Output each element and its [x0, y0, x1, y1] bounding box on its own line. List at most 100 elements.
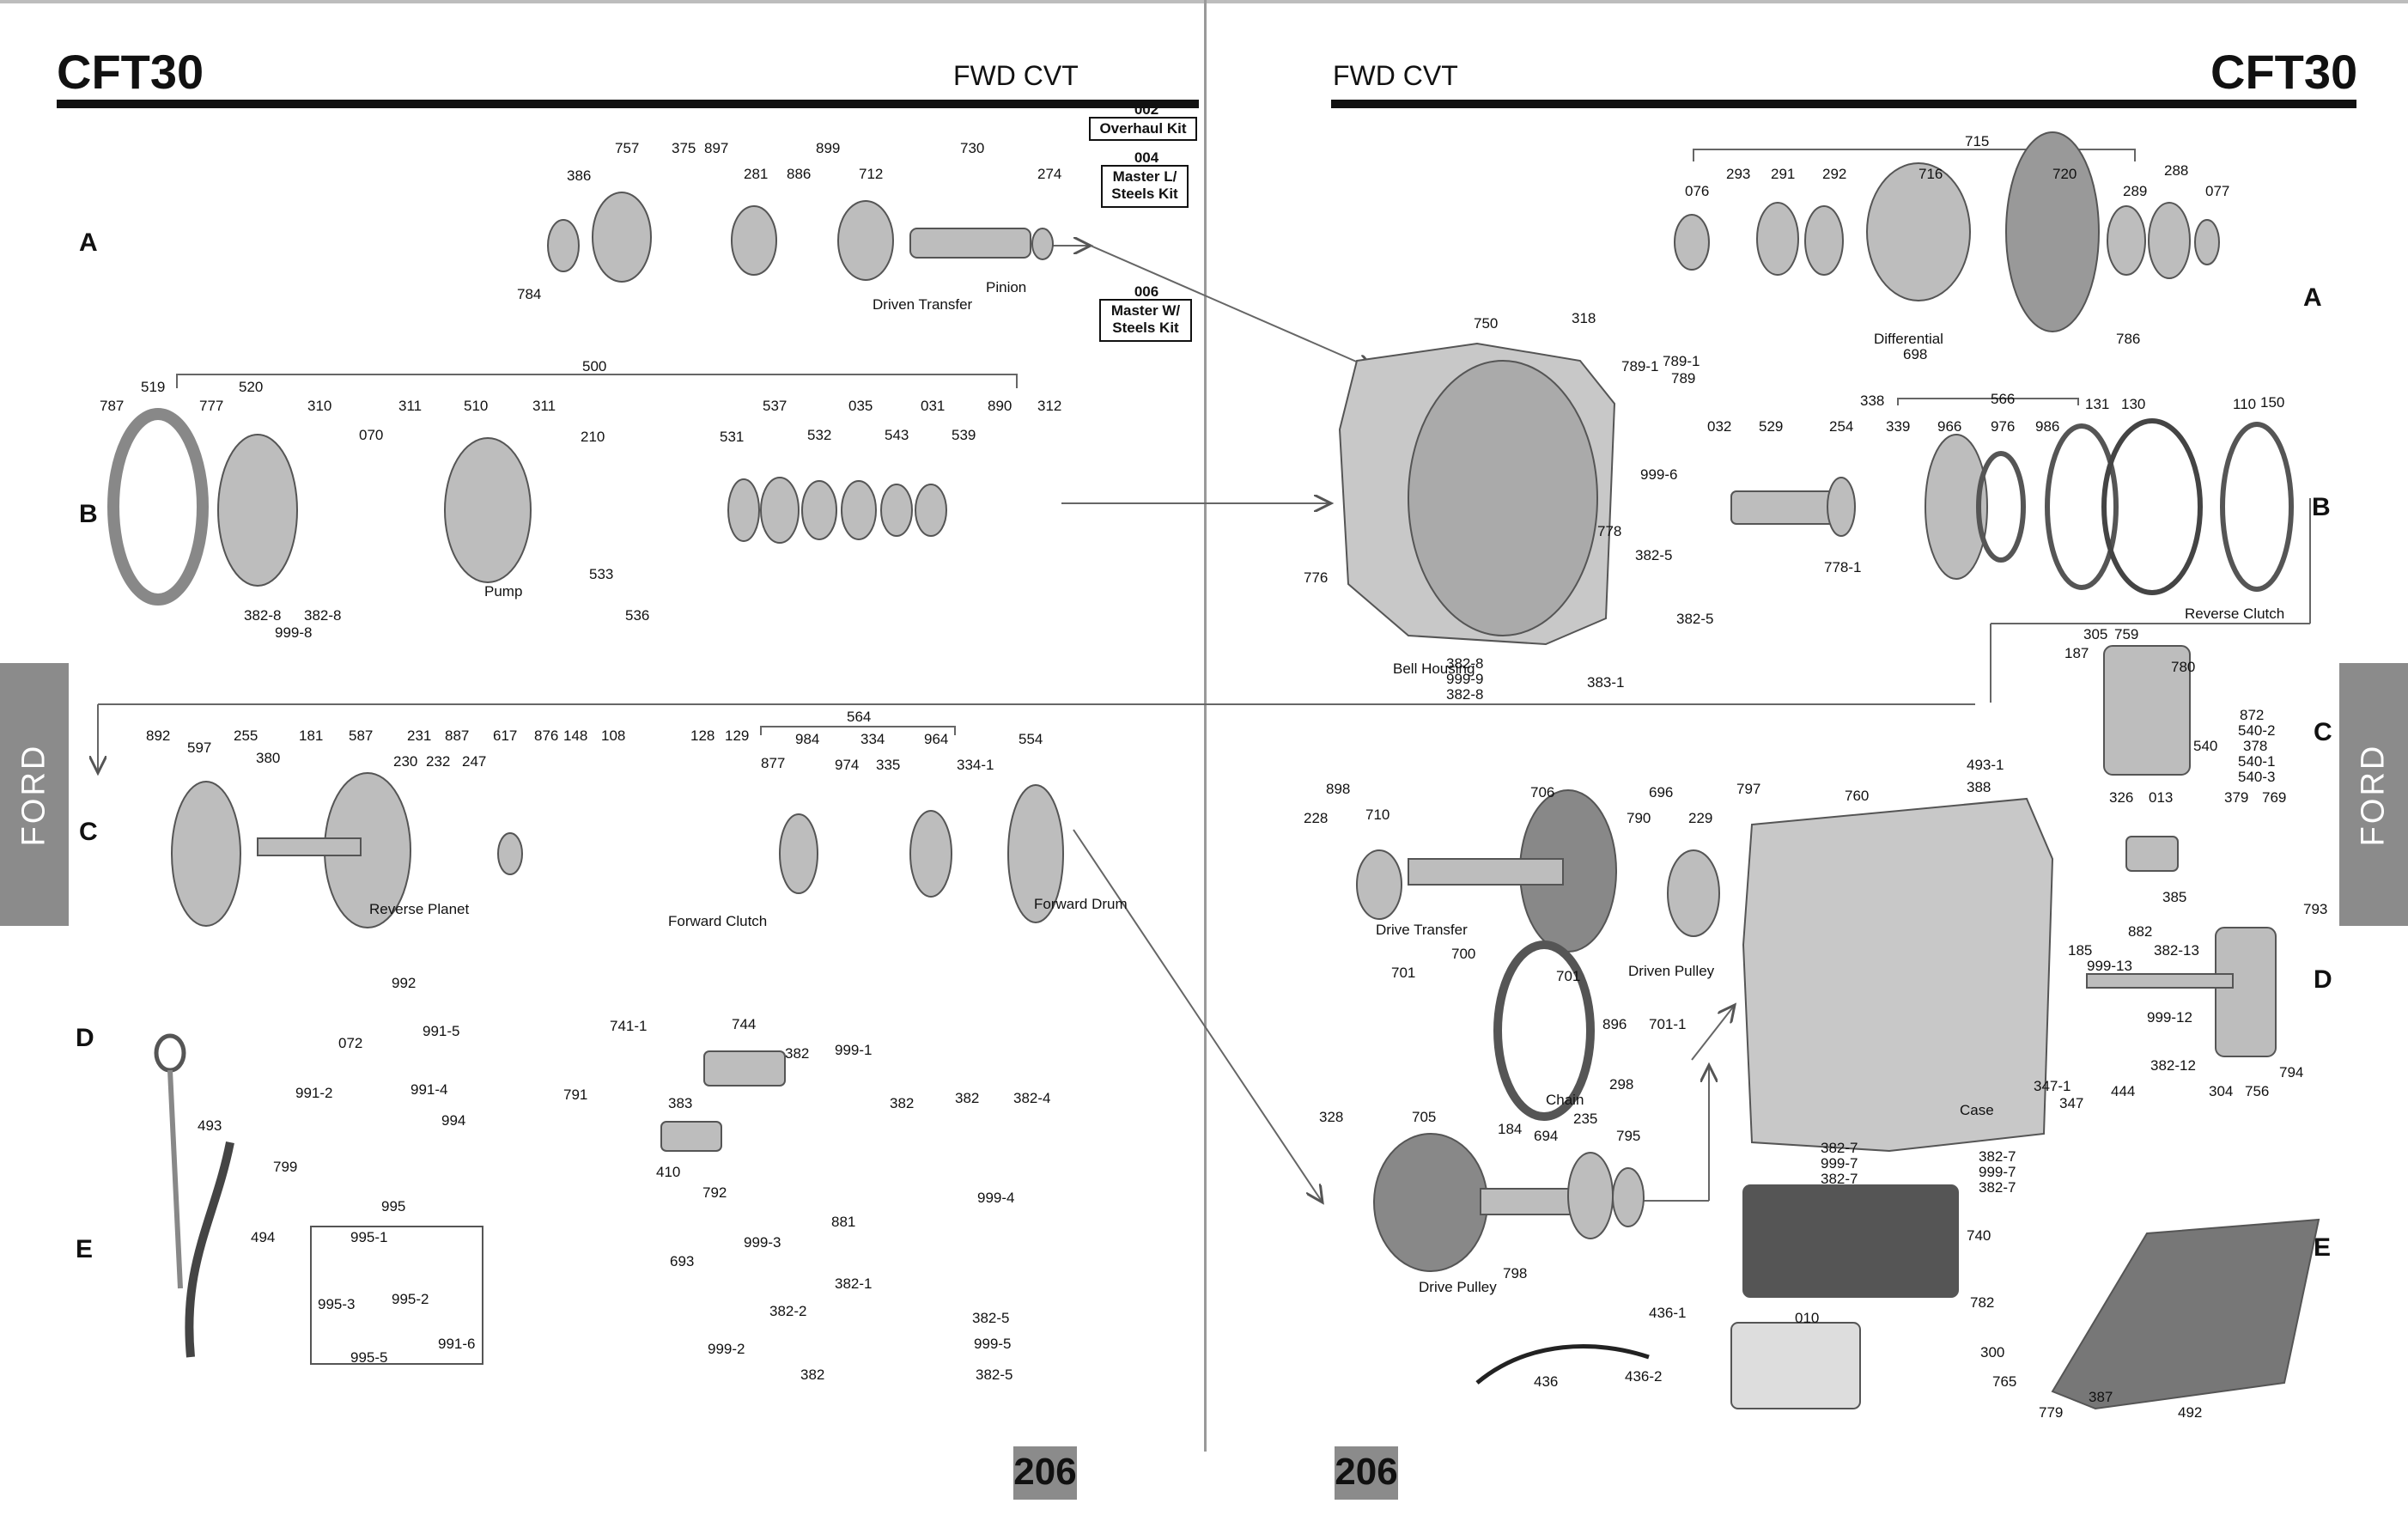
part-number: 540-2: [2238, 722, 2276, 739]
part-number: 032: [1707, 418, 1732, 435]
part-number: 779: [2039, 1404, 2064, 1421]
part-number: 744: [732, 1016, 757, 1032]
part-number: 782: [1970, 1294, 1995, 1311]
part-label: Bell Housing: [1393, 660, 1475, 677]
part-number: 886: [787, 166, 812, 182]
part-number: 712: [859, 166, 884, 182]
part-number: 617: [493, 727, 518, 744]
part-number: 519: [141, 379, 166, 395]
part-number: 382-5: [1676, 611, 1714, 627]
part-number: 382: [785, 1045, 810, 1062]
part-number: 334: [860, 731, 885, 747]
part-number: 247: [462, 753, 487, 770]
part-number: 289: [2123, 183, 2148, 199]
part-number: 966: [1937, 418, 1962, 435]
part-number: 229: [1688, 810, 1713, 826]
part-number: 701-1: [1649, 1016, 1687, 1032]
part-number: 328: [1319, 1109, 1344, 1125]
part-number: 799: [273, 1159, 298, 1175]
part-number: 789-1: [1663, 353, 1700, 369]
part-number: 228: [1304, 810, 1329, 826]
part-number: 292: [1822, 166, 1847, 182]
part-number: 899: [816, 140, 841, 156]
right-subtitle: FWD CVT: [1333, 60, 1458, 91]
part-number: 311: [532, 398, 556, 414]
part-number: 798: [1503, 1265, 1528, 1281]
part-number: 790: [1627, 810, 1651, 826]
part-number: 792: [702, 1184, 727, 1201]
part-number: 765: [1992, 1373, 2017, 1390]
part-number: 999-7: [1821, 1155, 1858, 1172]
part-number: 705: [1412, 1109, 1437, 1125]
part-number: 382: [800, 1367, 825, 1383]
row-label-c: C: [2314, 718, 2332, 746]
part-number: 035: [848, 398, 873, 414]
part-number: 520: [239, 379, 264, 395]
part-number: 994: [441, 1112, 466, 1129]
part-number: 999-7: [1979, 1164, 2016, 1180]
part-number: 382-2: [769, 1303, 807, 1319]
part-number: 974: [835, 757, 860, 773]
part-number: 876: [534, 727, 559, 744]
part-number: 382-12: [2150, 1057, 2196, 1074]
part-number: 382-4: [1013, 1090, 1051, 1106]
part-number: 793: [2303, 901, 2328, 917]
part-number: 338: [1860, 393, 1885, 409]
part-number: 741-1: [610, 1018, 648, 1034]
part-number: 776: [1304, 569, 1329, 586]
part-number: 999-13: [2087, 958, 2132, 974]
part-number: 794: [2279, 1064, 2304, 1080]
part-number: 991-4: [410, 1081, 448, 1098]
part-number: 872: [2240, 707, 2265, 723]
part-number: 493: [198, 1117, 222, 1134]
part-number: 298: [1609, 1076, 1634, 1093]
row-label-e: E: [2314, 1233, 2332, 1262]
right-title: CFT30: [2210, 45, 2358, 99]
part-number: 383: [668, 1095, 693, 1111]
part-number: 756: [2245, 1083, 2270, 1099]
part-number: 778: [1597, 523, 1622, 539]
part-number: 010: [1795, 1310, 1820, 1326]
part-number: 334-1: [957, 757, 994, 773]
part-number: 700: [1451, 946, 1476, 962]
part-number: 882: [2128, 923, 2153, 940]
part-number: 892: [146, 727, 171, 744]
part-number: 540-3: [2238, 769, 2276, 785]
kit-box-master-w: Master W/ Steels Kit: [1099, 299, 1192, 342]
part-number: 789: [1671, 370, 1696, 387]
part-number: 999-1: [835, 1042, 873, 1058]
part-number: 382: [955, 1090, 980, 1106]
part-number: 385: [2162, 889, 2187, 905]
part-number: 881: [831, 1214, 856, 1230]
part-number: 992: [392, 975, 417, 991]
part-number: 076: [1685, 183, 1710, 199]
part-number: 543: [885, 427, 909, 443]
part-number: 379: [2224, 789, 2249, 806]
part-number: 760: [1845, 788, 1870, 804]
kit-number: 006: [1134, 283, 1159, 300]
part-number: 500: [582, 358, 607, 374]
part-number: 995-1: [350, 1229, 388, 1245]
part-number: 587: [349, 727, 374, 744]
part-number: 181: [299, 727, 324, 744]
part-number: 995-2: [392, 1291, 429, 1307]
part-number: 318: [1572, 310, 1596, 326]
part-number: 784: [517, 286, 542, 302]
part-number: 305: [2083, 626, 2108, 642]
part-number: 696: [1649, 784, 1674, 800]
part-number: 070: [359, 427, 384, 443]
part-number: 898: [1326, 781, 1351, 797]
part-number: 991-2: [295, 1085, 333, 1101]
part-number: 540: [2193, 738, 2218, 754]
part-number: 787: [100, 398, 125, 414]
part-number: 999-6: [1640, 466, 1678, 483]
part-number: 999-12: [2147, 1009, 2192, 1026]
part-number: 210: [581, 429, 605, 445]
part-number: 536: [625, 607, 650, 624]
part-number: 388: [1967, 779, 1991, 795]
part-number: 382-1: [835, 1275, 873, 1292]
part-number: 288: [2164, 162, 2189, 179]
kit-number: 002: [1134, 101, 1159, 118]
part-number: 566: [1991, 391, 2016, 407]
part-number: 382-7: [1979, 1148, 2016, 1165]
